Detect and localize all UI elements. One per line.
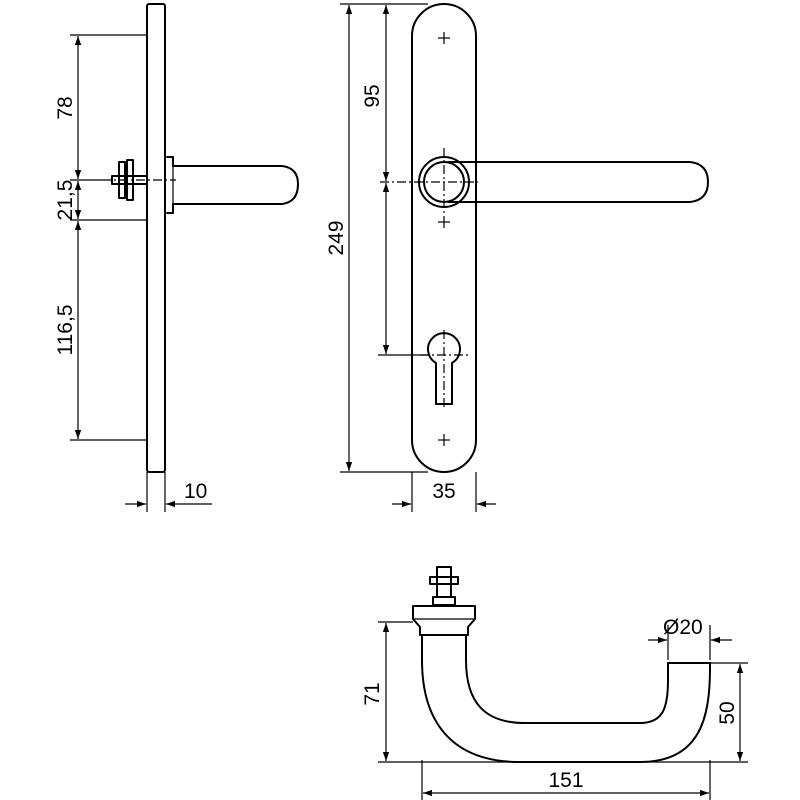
front-screw-middle — [438, 216, 450, 228]
dim-front-spindle-to-top: 95 — [361, 84, 384, 107]
dim-side-lower-offset: 116,5 — [54, 305, 77, 356]
side-view: 78 21,5 116,5 10 — [54, 3, 299, 512]
front-lever-arm — [447, 161, 709, 203]
dim-side-top-offset: 78 — [54, 96, 77, 119]
front-screw-bottom — [438, 434, 450, 446]
dim-lever-diameter: Ø20 — [663, 616, 703, 639]
front-screw-top — [438, 32, 450, 44]
dim-side-plate-thickness: 10 — [184, 480, 207, 503]
top-spindle — [429, 566, 459, 606]
front-keyhole — [420, 330, 468, 408]
dim-lever-projection: 71 — [361, 682, 384, 705]
dim-lever-length: 151 — [548, 769, 583, 792]
dim-front-total-height: 249 — [325, 220, 348, 255]
dim-lever-grip-height: 50 — [716, 701, 739, 724]
top-rose — [412, 605, 476, 636]
top-view: Ø20 71 50 151 — [361, 566, 748, 800]
front-view: 95 249 35 — [325, 3, 709, 512]
front-backplate — [411, 3, 477, 473]
dim-front-plate-width: 35 — [432, 480, 455, 503]
dim-side-spindle-span: 21,5 — [54, 180, 77, 221]
top-lever-inner — [465, 634, 669, 724]
side-lever-arm — [166, 156, 299, 214]
side-backplate — [146, 3, 166, 473]
